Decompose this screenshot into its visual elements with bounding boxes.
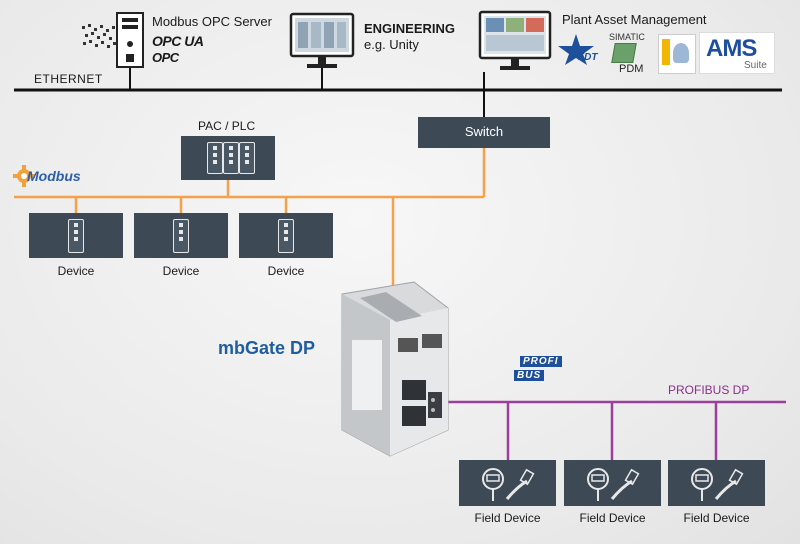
plc-module xyxy=(207,142,223,174)
switch-label: Switch xyxy=(464,124,504,139)
profibus-label: PROFIBUS DP xyxy=(668,383,750,397)
sensor-icon xyxy=(482,468,535,501)
device-label: Device xyxy=(57,264,95,278)
fdt-logo: FDT xyxy=(556,32,606,72)
gateway-device-icon xyxy=(341,281,449,457)
server-tower-icon xyxy=(116,12,144,68)
simatic-pdm-logo: SIMATIC PDM xyxy=(609,32,657,76)
field-device-box xyxy=(668,460,765,506)
device-module xyxy=(173,219,189,253)
pactware-bar xyxy=(662,39,670,65)
device-label: Device xyxy=(162,264,200,278)
profibus-logo-top: PROFI xyxy=(520,356,562,367)
gateway-title: mbGate DP xyxy=(218,338,316,358)
decorative-dots-icon xyxy=(82,24,116,48)
profibus-network xyxy=(440,400,786,460)
device-box xyxy=(239,213,333,258)
field-device-label: Field Device xyxy=(683,511,750,525)
engineering-subtitle: e.g. Unity xyxy=(364,37,419,52)
ams-suite-text: Suite xyxy=(744,60,767,71)
ethernet-label: ETHERNET xyxy=(34,72,103,86)
pdm-logo-text: PDM xyxy=(619,63,644,75)
modbus-gear-icon xyxy=(13,165,35,187)
field-device-label: Field Device xyxy=(579,511,646,525)
switch-box: Switch xyxy=(418,117,550,148)
fdt-star-icon xyxy=(558,34,594,65)
device-module xyxy=(278,219,294,253)
simatic-logo-text: SIMATIC xyxy=(609,32,645,42)
chip-icon xyxy=(611,43,637,63)
pam-label: Plant Asset Management xyxy=(562,12,707,27)
device-label: Device xyxy=(267,264,305,278)
field-device-label: Field Device xyxy=(474,511,541,525)
modbus-logo-text: Modbus xyxy=(27,168,81,184)
plc-module xyxy=(223,142,239,174)
profibus-logo: PROFI BUS xyxy=(510,356,574,386)
field-device-box xyxy=(459,460,556,506)
ams-suite-logo: AMS Suite xyxy=(699,32,775,74)
pactware-logo xyxy=(658,34,696,74)
device-module xyxy=(68,219,84,253)
plc-box xyxy=(181,136,275,180)
plc-module xyxy=(239,142,255,174)
field-device-box xyxy=(564,460,661,506)
device-box xyxy=(29,213,123,258)
engineering-title: ENGINEERING xyxy=(364,21,456,36)
monitor-icon xyxy=(478,10,552,70)
opc-ua-logo: OPC UA xyxy=(152,33,204,49)
profibus-logo-bottom: BUS xyxy=(514,370,545,381)
fdt-logo-text: FDT xyxy=(578,52,598,63)
device-box xyxy=(134,213,228,258)
plc-label: PAC / PLC xyxy=(198,119,256,133)
monitor-icon xyxy=(289,12,355,68)
modbus-network xyxy=(14,148,486,296)
sensor-icon xyxy=(691,468,744,501)
opc-logo: OPC xyxy=(152,50,179,65)
pactware-figure xyxy=(673,43,689,63)
server-label: Modbus OPC Server xyxy=(152,14,272,29)
sensor-icon xyxy=(587,468,640,501)
ams-logo-text: AMS xyxy=(706,35,757,62)
